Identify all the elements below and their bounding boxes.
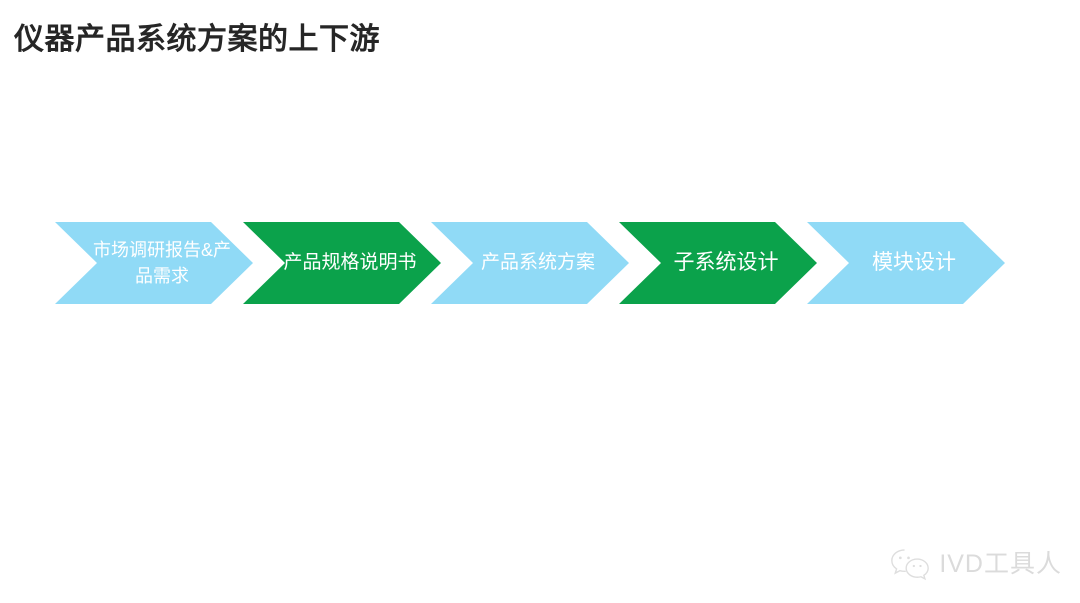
process-step-2[interactable]: 产品规格说明书	[243, 222, 441, 304]
wechat-icon	[890, 547, 930, 581]
page-title: 仪器产品系统方案的上下游	[14, 23, 380, 56]
process-step-5[interactable]: 模块设计	[807, 222, 1005, 304]
process-step-4[interactable]: 子系统设计	[619, 222, 817, 304]
process-step-2-label: 产品规格说明书	[283, 252, 417, 274]
process-step-1-label: 市场调研报告&产品需求	[92, 239, 231, 286]
process-flow-diagram: 市场调研报告&产品需求 产品规格说明书 产品系统方案 子系统设计 模块设计	[0, 222, 1080, 304]
process-step-1[interactable]: 市场调研报告&产品需求	[55, 222, 253, 304]
process-step-4-label: 子系统设计	[673, 250, 779, 274]
process-step-5-label: 模块设计	[872, 250, 956, 274]
watermark: IVD工具人	[890, 547, 1062, 581]
watermark-text: IVD工具人	[939, 549, 1062, 578]
process-step-3[interactable]: 产品系统方案	[431, 222, 629, 304]
process-step-3-label: 产品系统方案	[480, 252, 595, 274]
